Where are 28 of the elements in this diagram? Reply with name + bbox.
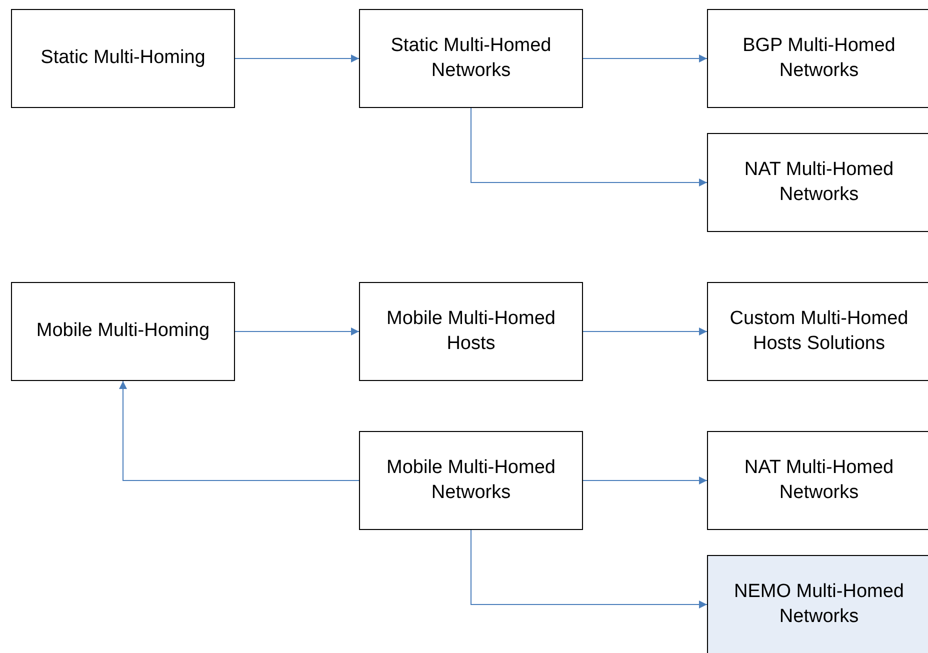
box-label: Static Multi-Homed Networks [390, 34, 552, 82]
process-box [707, 282, 928, 381]
box-label: Mobile Multi-Homed Networks [386, 456, 556, 504]
process-box [707, 431, 928, 530]
box-label: Mobile Multi-Homed Hosts [386, 306, 556, 356]
box-label: Mobile Multi-Homing [36, 319, 210, 344]
box-label: BGP Multi-Homed Networks [742, 34, 896, 82]
arrow [119, 380, 360, 481]
process-box [11, 282, 235, 381]
arrow [582, 54, 708, 62]
box-label: Static Multi-Homing [40, 46, 206, 70]
arrow [470, 108, 708, 186]
box-label: NAT Multi-Homed Networks [743, 158, 895, 206]
arrow [234, 54, 360, 62]
process-box [707, 555, 928, 653]
process-box [707, 133, 928, 232]
arrow [234, 328, 360, 336]
box-label: NEMO Multi-Homed Networks [733, 580, 905, 628]
process-box [359, 9, 583, 108]
arrow [582, 328, 708, 336]
process-box [11, 9, 235, 108]
process-box [707, 9, 928, 108]
arrow [470, 530, 708, 608]
box-label: Custom Multi-Homed Hosts Solutions [728, 306, 910, 356]
process-box [359, 282, 583, 381]
process-box [359, 431, 583, 530]
box-label: NAT Multi-Homed Networks [743, 456, 895, 504]
arrow [582, 476, 708, 484]
